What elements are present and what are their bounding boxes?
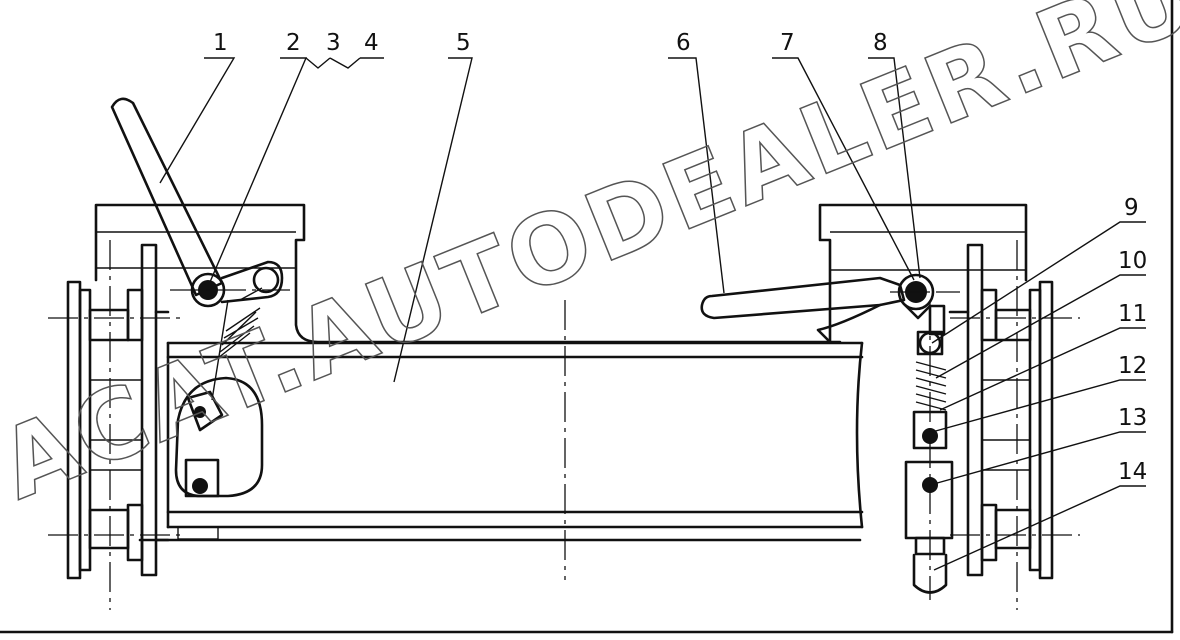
left-lever [110, 97, 284, 308]
callout-6: 6 [676, 30, 691, 56]
left-latch [174, 376, 264, 498]
right-side-assembly [948, 243, 1054, 580]
callout-5: 5 [456, 30, 471, 56]
watermark: ACAT.AUTODEALER.RU [0, 0, 1180, 522]
callout-12: 12 [1118, 353, 1147, 379]
callout-11: 11 [1118, 301, 1147, 327]
callout-8: 8 [873, 30, 888, 56]
left-spring [211, 287, 263, 401]
callout-9: 9 [1124, 195, 1139, 221]
callout-labels: 1 2 3 4 5 6 7 8 9 10 11 12 13 14 [213, 30, 1147, 485]
callout-4: 4 [364, 30, 379, 56]
callout-10: 10 [1118, 248, 1147, 274]
right-bracket-plate [818, 203, 1028, 344]
callout-13: 13 [1118, 405, 1147, 431]
right-spring-assembly [904, 304, 954, 594]
callout-14: 14 [1118, 459, 1147, 485]
right-lever [700, 273, 935, 344]
callout-3: 3 [326, 30, 341, 56]
centre-lines [48, 240, 1080, 610]
callout-2: 2 [286, 30, 301, 56]
callout-1: 1 [213, 30, 228, 56]
leader-lines [159, 57, 1146, 571]
callout-7: 7 [780, 30, 795, 56]
left-side-assembly [66, 243, 170, 580]
